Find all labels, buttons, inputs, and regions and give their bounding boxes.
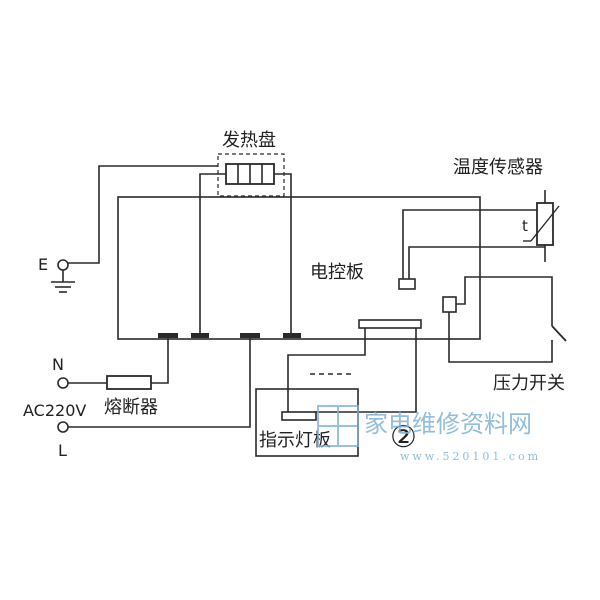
temp-sensor-label: 温度传感器: [453, 157, 543, 178]
pressure-wire-top: [456, 276, 553, 326]
heating-wire-left: [199, 173, 226, 334]
thermistor-symbol-label: t: [522, 217, 528, 235]
sensor-wire-bottom: [408, 246, 545, 280]
terminal-neutral: [158, 333, 178, 338]
earth-ground-icon: [51, 270, 75, 293]
ground-label: E: [38, 255, 48, 274]
fuse-label: 熔断器: [104, 397, 158, 418]
indicator-terminal: [281, 411, 317, 421]
heating-element-icon: [225, 163, 275, 185]
sensor-connector: [398, 278, 416, 290]
live-terminal-icon: [57, 421, 69, 433]
figure-number: ②: [390, 420, 417, 455]
indicator-wire-left: [287, 328, 366, 412]
neutral-label: N: [52, 355, 64, 374]
ac-supply-label: AC220V: [23, 401, 86, 420]
pressure-switch-icon: [551, 325, 567, 342]
heating-plate-box: [217, 153, 285, 197]
indicator-wire-right: [314, 328, 417, 413]
pressure-connector: [442, 296, 457, 313]
watermark-logo-icon: [317, 405, 359, 447]
ground-wire: [68, 165, 218, 264]
watermark-site-name: 家电维修资料网: [364, 410, 532, 438]
terminal-heater-left: [191, 333, 209, 338]
neutral-terminal-icon: [57, 377, 69, 389]
indicator-connector: [358, 319, 422, 329]
ground-terminal-icon: [57, 259, 69, 271]
heating-plate-label: 发热盘: [222, 130, 276, 151]
pressure-switch-label: 压力开关: [493, 373, 565, 394]
sensor-wire-top: [402, 209, 545, 280]
live-wire: [68, 336, 251, 428]
terminal-live: [240, 333, 260, 338]
control-board-label: 电控板: [310, 262, 364, 283]
watermark-url: www.520101.com: [400, 450, 541, 463]
thermistor-icon: [523, 190, 560, 262]
indicator-board-label: 指示灯板: [259, 430, 331, 451]
fuse-wire: [151, 336, 169, 384]
pressure-wire-bottom: [448, 312, 553, 363]
control-board-outline: [117, 196, 481, 340]
live-label: L: [58, 441, 67, 460]
fuse-icon: [106, 375, 152, 390]
terminal-heater-right: [283, 333, 301, 338]
heating-wire-right: [274, 173, 292, 334]
